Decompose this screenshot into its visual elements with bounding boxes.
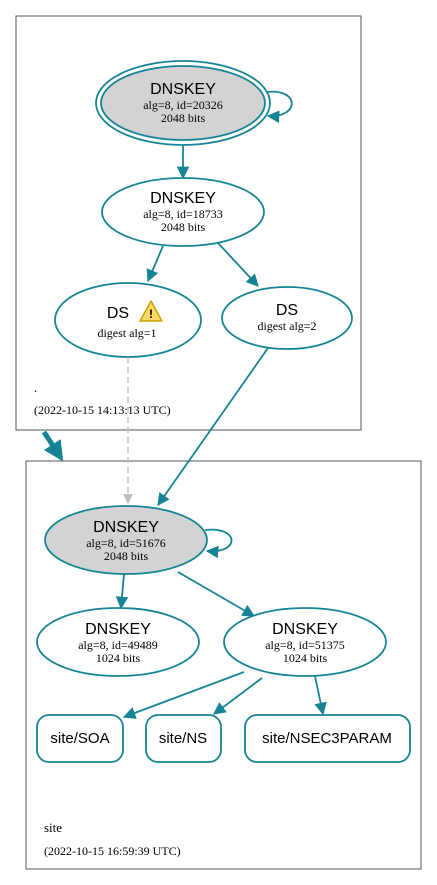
rrset-label: site/SOA xyxy=(50,730,109,747)
node-key-info: alg=8, id=20326 xyxy=(143,98,223,112)
ds2-to-site-ksk-edge xyxy=(157,347,269,507)
root-zone-name: . xyxy=(34,380,37,395)
node-key-info: alg=8, id=18733 xyxy=(143,207,223,221)
node-key-info: alg=8, id=49489 xyxy=(78,638,158,652)
warning-glyph: ! xyxy=(149,307,153,321)
site-zone-timestamp: (2022-10-15 16:59:39 UTC) xyxy=(44,844,181,858)
node-key-size: 1024 bits xyxy=(96,651,141,665)
warning-triangle-icon[interactable]: ! xyxy=(139,300,163,322)
root-zsk-to-ds2-edge xyxy=(217,242,259,287)
node-title: DNSKEY xyxy=(272,621,338,638)
key-b-to-soa-edge xyxy=(122,671,245,719)
node-title: DS xyxy=(276,302,298,319)
node-key-info: alg=8, id=51676 xyxy=(86,536,166,550)
rrset-site-soa[interactable]: site/SOA xyxy=(36,714,124,763)
rrset-site-nsec3param[interactable]: site/NSEC3PARAM xyxy=(244,714,411,763)
site-ksk-to-key-b-edge xyxy=(177,571,256,617)
delegation-edge xyxy=(41,430,64,462)
root-zsk-to-ds1-edge xyxy=(146,245,164,283)
site-ksk-node[interactable]: DNSKEY alg=8, id=51676 2048 bits xyxy=(44,505,208,575)
root-zone-timestamp: (2022-10-15 14:13:13 UTC) xyxy=(34,403,171,417)
node-key-size: 1024 bits xyxy=(283,651,328,665)
node-title: DNSKEY xyxy=(93,519,159,536)
node-title: DS xyxy=(107,305,129,322)
ds-digest-alg2-node[interactable]: DS digest alg=2 xyxy=(221,286,353,350)
rrset-site-ns[interactable]: site/NS xyxy=(145,714,222,763)
node-title: DNSKEY xyxy=(150,190,216,207)
rrset-label: site/NSEC3PARAM xyxy=(262,730,392,747)
site-ksk-self-signature-edge xyxy=(204,528,233,559)
root-ksk-node[interactable]: DNSKEY alg=8, id=20326 2048 bits xyxy=(95,60,271,146)
node-key-size: 2048 bits xyxy=(104,549,149,563)
root-ksk-self-signature-edge xyxy=(265,90,293,123)
node-title: DNSKEY xyxy=(85,621,151,638)
root-zsk-node[interactable]: DNSKEY alg=8, id=18733 2048 bits xyxy=(101,177,265,247)
site-key-a-node[interactable]: DNSKEY alg=8, id=49489 1024 bits xyxy=(36,607,200,677)
site-key-b-node[interactable]: DNSKEY alg=8, id=51375 1024 bits xyxy=(223,607,387,677)
node-key-size: 2048 bits xyxy=(161,111,206,125)
node-key-size: 2048 bits xyxy=(161,220,206,234)
node-digest-info: digest alg=2 xyxy=(257,319,316,333)
ds-digest-alg1-node[interactable]: DS digest alg=1 ! xyxy=(54,282,202,358)
rrset-label: site/NS xyxy=(159,730,207,747)
site-zone-name: site xyxy=(44,820,62,835)
node-digest-info: digest alg=1 xyxy=(97,326,156,340)
key-b-to-ns-edge xyxy=(212,677,263,715)
key-b-to-nsec3param-edge xyxy=(314,675,327,716)
node-key-info: alg=8, id=51375 xyxy=(265,638,345,652)
node-title: DNSKEY xyxy=(150,81,216,98)
site-ksk-to-key-a-edge xyxy=(115,573,129,610)
